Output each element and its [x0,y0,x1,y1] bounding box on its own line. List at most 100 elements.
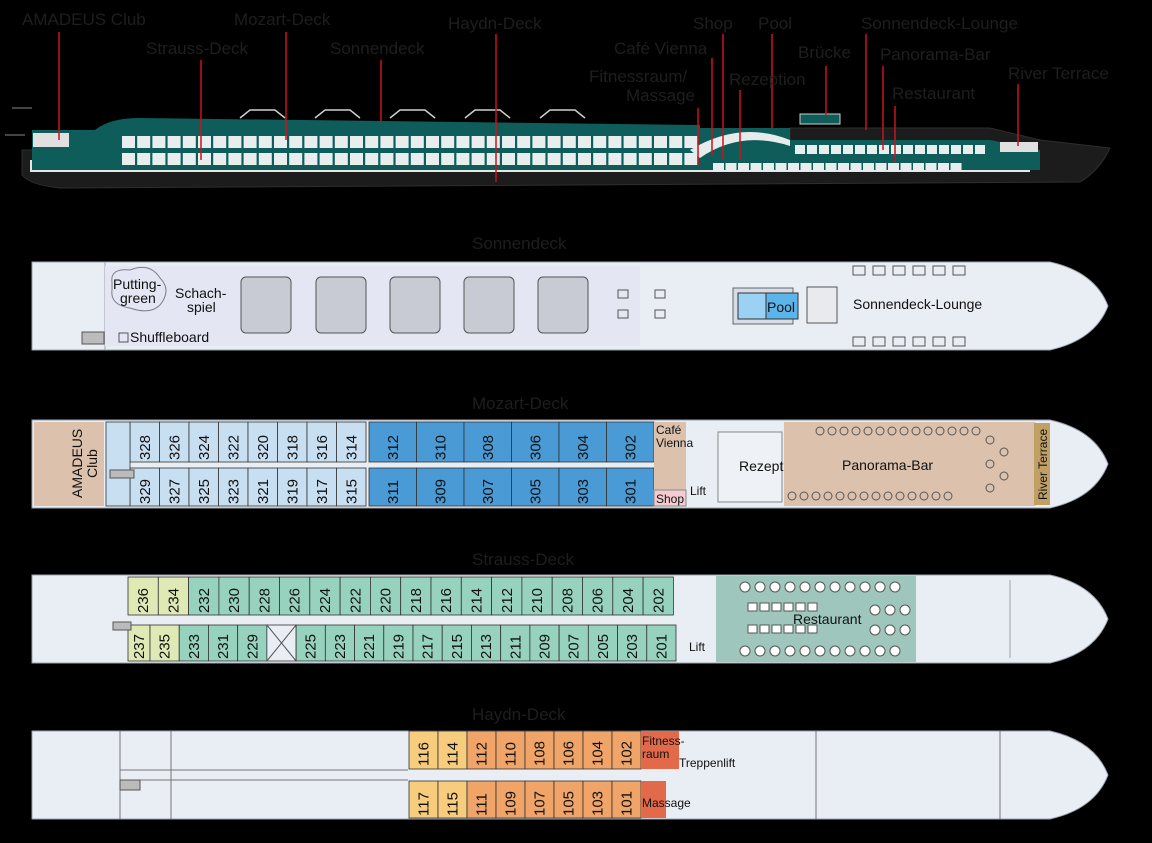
profile-terrace-window [1000,142,1038,152]
cabin-cross [266,624,297,662]
rezeption-area [717,431,783,503]
profile-window [654,136,667,148]
cabin-214 [460,576,492,616]
bar-seat [887,426,897,436]
profile-window [182,136,196,148]
cabin-320 [247,421,278,463]
cabin-103 [582,780,613,819]
label-river-terrace: River Terrace [1008,64,1109,83]
profile-window [137,153,151,165]
cabin-number: 304 [575,435,592,460]
profile-window [304,153,318,165]
cabin-number: 316 [314,435,331,460]
mozart-lift-label: Lift [690,484,707,498]
cabin-number: 308 [480,435,497,460]
cafe-label-1: Café [656,423,682,437]
profile-window [713,163,724,171]
profile-window [850,163,862,171]
label-cafe-vienna: Café Vienna [614,39,708,58]
putting-green [111,266,167,312]
profile-window [167,153,181,165]
bar-seat [999,447,1009,457]
cabin-number: 235 [157,634,174,659]
profile-window [517,136,531,148]
cabin-number: 213 [478,634,495,659]
sun-table [654,289,666,299]
pool-basin [737,292,769,320]
label-fitness-2: Massage [626,86,695,105]
profile-window [471,153,485,165]
sun-shade [463,276,515,334]
cabin-number: 209 [537,634,554,659]
cabin-number: 208 [559,588,576,613]
profile-window [684,153,698,165]
profile-window [456,136,470,148]
cabin-104 [582,730,613,770]
profile-awnings [239,109,586,119]
cabin-number: 236 [135,588,152,613]
cabin-228 [248,576,280,616]
panorama-bar-label: Panorama-Bar [842,457,933,473]
sun-table [617,289,629,299]
profile-window [888,163,899,171]
profile-window [243,136,257,148]
putting-label-2: green [120,290,156,306]
cabin-number: 104 [590,741,607,766]
restaurant-table [814,581,826,593]
cabin-306 [511,421,560,463]
restaurant-tables [739,581,911,657]
bar-seat [895,491,905,501]
cabin-117 [408,780,439,819]
bar-tables [787,426,1009,501]
cabin-number: 214 [468,588,485,613]
sun-shade [389,276,441,334]
bar-seat [823,491,833,501]
haydn-stair [119,779,141,791]
fitness-area [641,731,679,769]
restaurant-table [874,645,886,657]
sonnendeck-title: Sonnendeck [472,234,567,253]
cabin-302 [606,421,655,463]
cabin-115 [437,780,468,819]
bar-seat [863,426,873,436]
lounge-table [892,265,906,276]
profile-window [410,136,424,148]
bar-seat [971,426,981,436]
cabin-number: 306 [527,435,544,460]
cabin-number: 203 [624,634,641,659]
cabin-210 [521,576,553,616]
lounge-table [912,265,926,276]
cabin-number: 102 [619,741,636,766]
profile-window [879,145,889,154]
profile-window [426,153,439,165]
profile-window [608,153,622,165]
label-amadeus-club: AMADEUS Club [22,10,146,29]
profile-window [395,153,409,165]
profile-window [951,145,961,154]
strauss-title: Strauss-Deck [472,550,575,569]
profile-window [950,163,962,171]
label-rezeption: Rezeption [729,70,806,89]
cabin-number: 324 [196,435,213,460]
profile-window [795,145,805,154]
label-sonnendeck-lounge: Sonnendeck-Lounge [861,14,1018,33]
label-panorama-bar: Panorama-Bar [880,45,991,64]
restaurant-table [769,581,781,593]
lounge-table [952,336,966,347]
cabin-number: 317 [314,479,331,504]
restaurant-table [769,645,781,657]
schach-label-1: Schach- [175,285,227,301]
cabin-number: 204 [620,588,637,613]
cabin-224 [309,576,341,616]
profile-window [532,153,546,165]
cabin-number: 211 [507,635,524,659]
profile-window [593,136,607,148]
cabin-number: 207 [566,634,583,659]
cabin-number: 328 [137,435,154,460]
profile-window [228,136,242,148]
bridge-block [806,286,838,324]
cabin-215 [441,624,472,662]
profile-window [623,153,637,165]
cabin-number: 230 [226,588,243,613]
